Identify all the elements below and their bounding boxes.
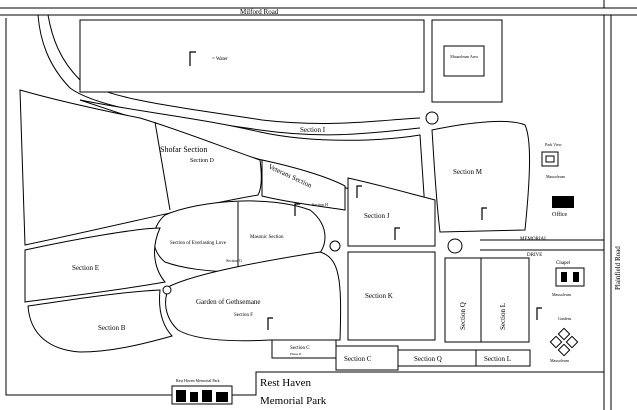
section-f-label: Section F: [234, 313, 253, 318]
veterans-section-region: [261, 159, 346, 211]
section-c-label: Section C: [290, 346, 310, 351]
mausoleum-bottom-label: Mausoleum: [550, 358, 570, 363]
milford-road-label: Milford Road: [240, 8, 279, 16]
chapel-label: Chapel: [556, 261, 571, 266]
memorial-label: MEMORIAL: [520, 237, 547, 242]
park-view-label: Park View: [545, 142, 562, 147]
park-view-icon: [541, 151, 559, 167]
roundabout-icon: [162, 285, 172, 295]
section-e-label: Section E: [72, 264, 99, 272]
mausoleum-area: Mausoleum Area: [431, 19, 503, 103]
gethsemane-region: [165, 251, 342, 342]
section-l-bottom-label: Section L: [484, 355, 511, 363]
section-q-vertical-label: Section Q: [459, 302, 467, 330]
logo-caption: Rest Haven Memorial Park: [176, 378, 220, 383]
mausoleum-area-label: Mausoleum Area: [450, 54, 478, 59]
phase-ii-label: Phase II: [290, 352, 302, 356]
garden-diamonds-icon: [549, 327, 579, 357]
section-j-label: Section J: [364, 212, 390, 220]
water-legend-label: = Water: [212, 57, 228, 62]
open-field: [79, 19, 425, 93]
office-label: Office: [552, 211, 568, 218]
gardens-label: Gardens: [558, 316, 572, 321]
section-d-region: [19, 89, 262, 246]
section-i-label: Section I: [300, 126, 326, 134]
section-k-region: [347, 251, 436, 341]
section-l-bottom: [475, 349, 531, 367]
office-icon: [552, 196, 574, 208]
section-e-region: [24, 227, 166, 303]
mausoleum-top-label: Mausoleum: [546, 174, 566, 179]
section-d-label: Section D: [190, 158, 214, 164]
section-b-label: Section B: [98, 324, 126, 332]
chapel-icon: [555, 267, 585, 287]
section-h-label: Section H: [312, 202, 328, 207]
mausoleum-mid-label: Mausoleum: [552, 292, 572, 297]
title-line2: Memorial Park: [260, 395, 327, 407]
section-l-vertical-label: Section L: [499, 303, 507, 330]
memorial-drive: [480, 239, 604, 251]
section-m-region: [431, 120, 531, 233]
gethsemane-label: Garden of Gethsemane: [196, 298, 261, 306]
everlasting-love-label: Section of Everlasting Love: [170, 241, 227, 246]
plainfield-road-label: Plainfield Road: [614, 246, 622, 290]
section-g-label: Section G: [226, 258, 242, 263]
title-line1: Rest Haven: [260, 377, 312, 389]
roundabout-icon: [329, 240, 341, 252]
section-k-label: Section K: [365, 292, 393, 300]
section-b-region: [27, 289, 173, 353]
section-l-region: [480, 257, 530, 343]
section-c-bottom: [335, 345, 399, 371]
section-j-region: [347, 177, 436, 247]
roundabout-icon: [447, 238, 463, 254]
masonic-section-label: Masonic Section: [250, 235, 284, 240]
section-q-bottom-label: Section Q: [414, 355, 442, 363]
drive-label: DRIVE: [527, 253, 542, 258]
park-boundary: [5, 18, 604, 396]
shofar-section-label: Shofar Section: [160, 145, 207, 154]
section-c-bottom-label: Section C: [344, 355, 372, 363]
section-m-label: Section M: [453, 168, 483, 176]
section-q-region: [444, 257, 482, 343]
cemetery-logo: [171, 385, 233, 405]
water-spigot-icon: [189, 51, 542, 330]
roundabout-icon: [425, 111, 439, 125]
